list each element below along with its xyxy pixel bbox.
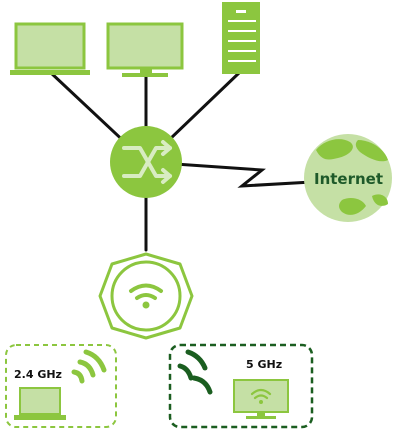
globe-icon xyxy=(304,134,392,222)
monitor-icon xyxy=(233,379,289,419)
monitor-icon xyxy=(106,22,184,77)
switch-icon xyxy=(110,126,182,198)
band-5ghz-group: 5 GHz xyxy=(168,343,314,429)
laptop-icon xyxy=(10,22,90,75)
wifi-signal-icon xyxy=(129,283,163,300)
internet-label: Internet xyxy=(314,170,383,188)
band-5ghz-label: 5 GHz xyxy=(246,358,282,371)
band-24ghz-box xyxy=(5,344,117,428)
band-24ghz-group: 2.4 GHz xyxy=(5,344,117,428)
band-24ghz-label: 2.4 GHz xyxy=(14,368,62,381)
laptop-icon xyxy=(14,387,66,420)
wifi-waves-icon xyxy=(177,349,213,395)
wifi-access-point-icon xyxy=(98,252,194,340)
wifi-signal-icon xyxy=(250,388,272,400)
server-icon xyxy=(222,2,260,74)
link-switch-internet xyxy=(144,160,314,188)
band-5ghz-box xyxy=(168,343,314,429)
wifi-waves-icon xyxy=(71,349,107,384)
